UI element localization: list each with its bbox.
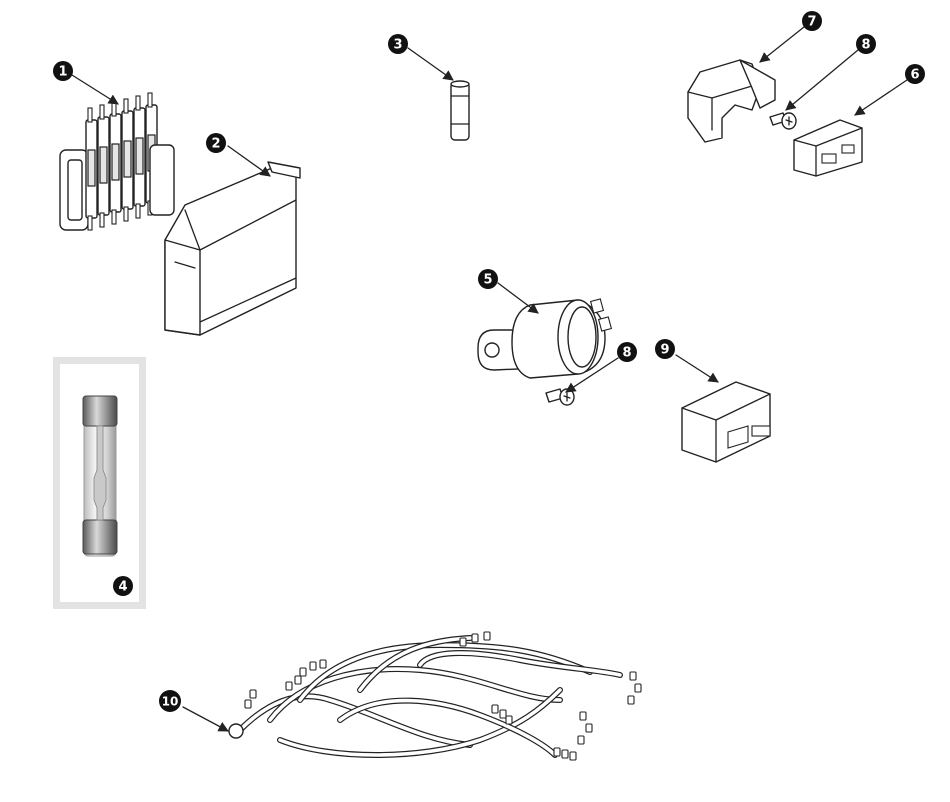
svg-text:8: 8: [861, 38, 870, 53]
svg-text:1: 1: [58, 65, 67, 80]
leader-3: [407, 47, 454, 81]
svg-text:10: 10: [162, 695, 179, 709]
callout-4: 4: [113, 576, 133, 596]
svg-text:7: 7: [807, 15, 816, 30]
svg-text:6: 6: [910, 68, 919, 83]
leader-9: [675, 354, 719, 383]
leader-1: [71, 74, 119, 105]
relay-part-6: [793, 119, 863, 177]
screw-part-lower: [545, 388, 575, 406]
callout-5: 5: [478, 269, 498, 289]
callout-8-lower: 8: [617, 342, 637, 362]
callout-9: 9: [655, 339, 675, 359]
callout-1: 1: [53, 61, 73, 81]
callout-7: 7: [802, 11, 822, 31]
callout-10: 10: [159, 690, 181, 712]
leader-10: [182, 706, 229, 732]
callout-2: 2: [206, 133, 226, 153]
mounting-bracket-part: [687, 59, 776, 143]
flasher-canister-part: [477, 298, 613, 379]
callout-3: 3: [388, 34, 408, 54]
leader-5: [497, 282, 539, 314]
fuse-block-part: [59, 92, 175, 231]
leader-2: [227, 145, 271, 177]
svg-text:8: 8: [622, 346, 631, 361]
callout-8-upper: 8: [856, 34, 876, 54]
leader-8a: [785, 49, 859, 111]
svg-text:5: 5: [483, 273, 492, 288]
small-fuse-part: [450, 80, 470, 141]
callout-6: 6: [905, 64, 925, 84]
glass-fuse-photo-panel: [53, 357, 146, 609]
leader-6: [854, 79, 908, 116]
leader-7: [759, 26, 805, 63]
svg-text:2: 2: [211, 137, 220, 152]
leader-8b: [565, 357, 619, 393]
fuse-cover-part: [164, 161, 301, 336]
relay-part-9: [681, 381, 771, 463]
wiring-harness-part: [228, 631, 642, 761]
screw-part-upper: [769, 112, 797, 130]
leader-lines: [71, 26, 908, 732]
svg-text:3: 3: [393, 38, 402, 53]
svg-text:4: 4: [118, 580, 127, 595]
svg-text:9: 9: [660, 343, 669, 358]
